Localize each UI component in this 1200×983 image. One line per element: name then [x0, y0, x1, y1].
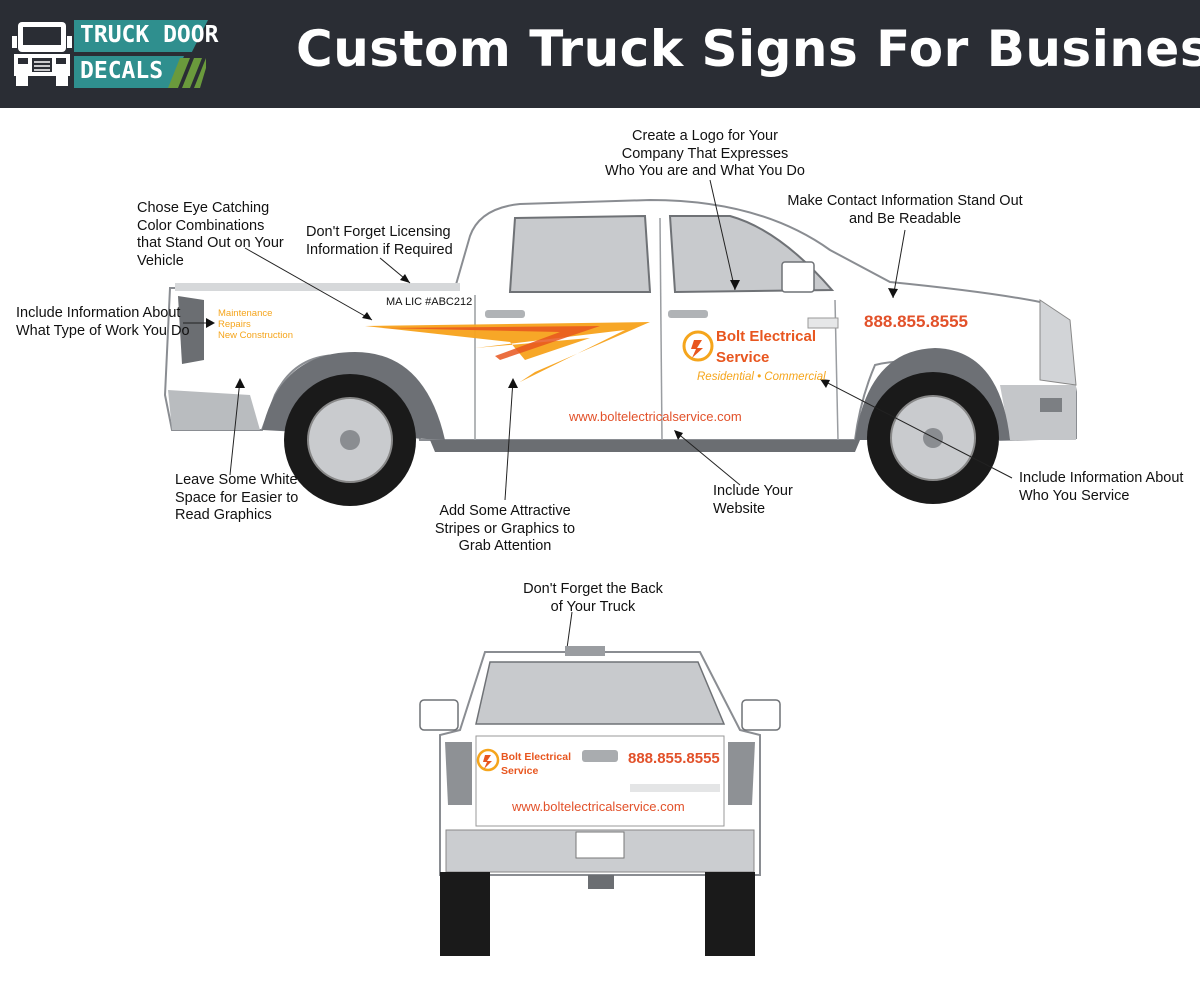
brand-line2: DECALS: [80, 58, 164, 84]
annotation-colors: Chose Eye Catching Color Combinations th…: [137, 200, 284, 269]
annotation-website: Include Your Website: [713, 483, 793, 517]
services-list: Maintenance Repairs New Construction: [218, 308, 293, 341]
annotation-stripes: Add Some Attractive Stripes or Graphics …: [434, 503, 576, 554]
side-website: www.boltelectricalservice.com: [569, 409, 742, 424]
truck-front-icon: [12, 22, 72, 86]
brand-ribbon-bottom: [74, 56, 184, 88]
service-item: Repairs: [218, 319, 251, 330]
brand-ribbon-top: [74, 20, 208, 52]
side-phone: 888.855.8555: [864, 312, 968, 331]
annotation-contact: Make Contact Information Stand Out and B…: [787, 193, 1023, 227]
service-item: New Construction: [218, 330, 293, 341]
company-name-line1: Bolt Electrical: [716, 328, 817, 345]
back-website: www.boltelectricalservice.com: [512, 799, 685, 814]
back-phone: 888.855.8555: [628, 750, 720, 767]
annotation-white-space: Leave Some White Space for Easier to Rea…: [175, 472, 299, 523]
annotation-licensing: Don't Forget Licensing Information if Re…: [306, 224, 453, 258]
brand-logo: [10, 18, 210, 90]
company-name-line2: Service: [716, 349, 770, 366]
license-number: MA LIC #ABC212: [386, 296, 473, 308]
annotation-work-type: Include Information About What Type of W…: [16, 305, 190, 339]
annotation-who-service: Include Information About Who You Servic…: [1019, 470, 1184, 504]
page-title: Custom Truck Signs For Business: [296, 20, 1200, 78]
annotation-logo: Create a Logo for Your Company That Expr…: [605, 128, 805, 179]
brand-line1: TRUCK DOOR: [80, 22, 219, 48]
back-company-line2: Service: [501, 765, 539, 777]
annotation-back: Don't Forget the Back of Your Truck: [523, 581, 663, 615]
back-company-line1: Bolt Electrical: [501, 751, 572, 763]
header-bar: TRUCK DOOR DECALS Custom Truck Signs For…: [0, 0, 1200, 108]
service-item: Maintenance: [218, 308, 273, 319]
company-tagline: Residential • Commercial: [697, 371, 826, 383]
brand-stripes-icon: [168, 58, 206, 88]
